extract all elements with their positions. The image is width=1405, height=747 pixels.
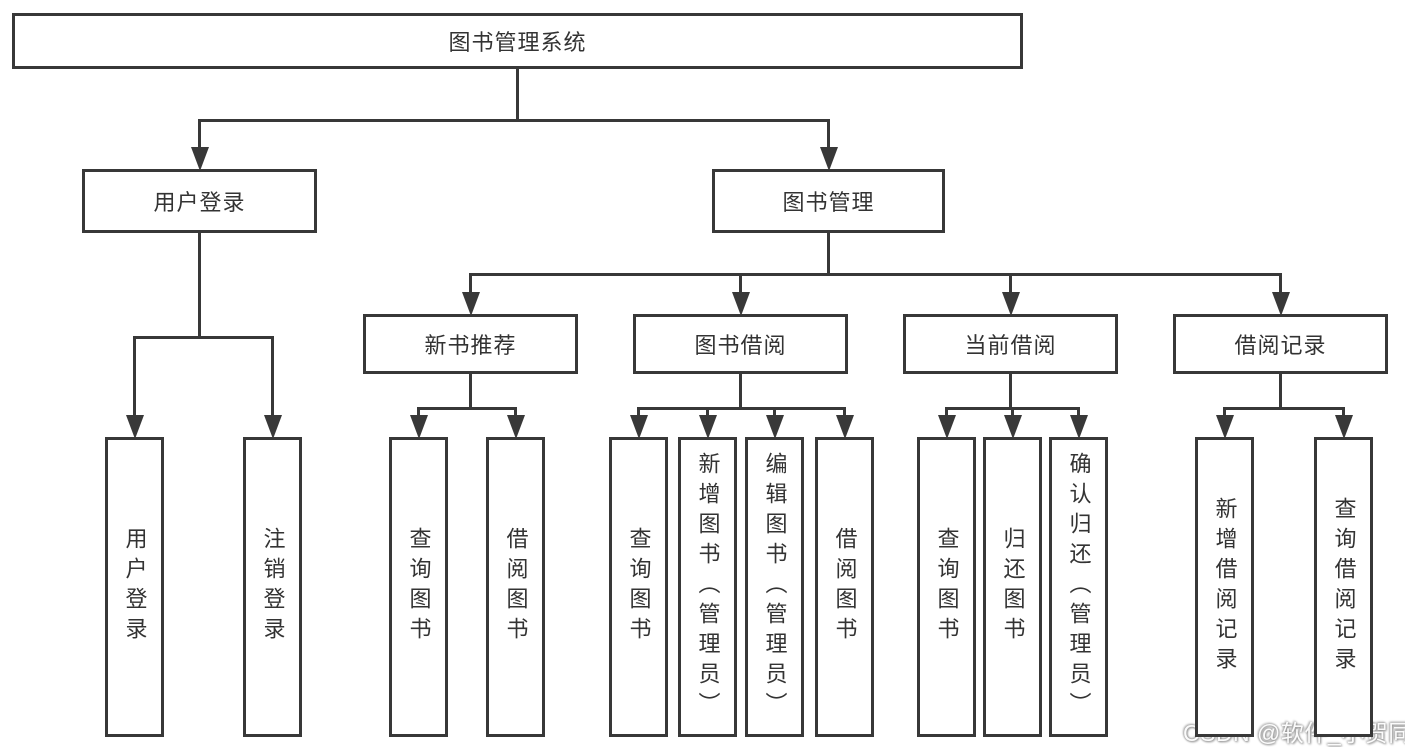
- arrowhead-down-icon: [629, 415, 648, 439]
- arrowhead-down-icon: [125, 415, 144, 439]
- node-user-login: 用户登录: [82, 169, 317, 233]
- connector-line: [469, 372, 472, 410]
- node-label: 归还图书: [1000, 527, 1026, 647]
- node-label: 新增图书（管理员）: [695, 452, 721, 722]
- node-current-borrow: 当前借阅: [903, 314, 1118, 374]
- node-label: 确认归还（管理员）: [1066, 452, 1092, 722]
- arrowhead-down-icon: [819, 147, 838, 171]
- node-label: 查询图书: [626, 527, 652, 647]
- connector-line: [945, 407, 948, 417]
- connector-line: [739, 372, 742, 410]
- node-br-query: 查询借阅记录: [1314, 437, 1373, 737]
- connector-line: [1223, 407, 1345, 410]
- connector-line: [133, 336, 136, 417]
- node-book-borrow: 图书借阅: [633, 314, 848, 374]
- node-label: 借阅记录: [1234, 333, 1327, 358]
- connector-line: [469, 273, 1282, 276]
- connector-line: [1009, 273, 1012, 294]
- node-label: 图书管理: [782, 190, 875, 215]
- node-nbr-borrow: 借阅图书: [486, 437, 545, 737]
- arrowhead-down-icon: [506, 415, 525, 439]
- node-label: 用户登录: [153, 190, 246, 215]
- connector-line: [417, 407, 517, 410]
- node-label: 编辑图书（管理员）: [762, 452, 788, 722]
- connector-line: [469, 273, 472, 294]
- connector-line: [773, 407, 776, 417]
- connector-line: [1279, 372, 1282, 410]
- node-label: 查询图书: [934, 527, 960, 647]
- node-label: 当前借阅: [964, 333, 1057, 358]
- node-root: 图书管理系统: [12, 13, 1023, 69]
- node-label: 借阅图书: [832, 527, 858, 647]
- node-br-add: 新增借阅记录: [1195, 437, 1254, 737]
- connector-line: [271, 336, 274, 417]
- connector-line: [1223, 407, 1226, 417]
- connector-line: [739, 273, 742, 294]
- arrowhead-down-icon: [765, 415, 784, 439]
- connector-line: [516, 67, 519, 122]
- node-label: 查询借阅记录: [1331, 497, 1357, 677]
- arrowhead-down-icon: [1334, 415, 1353, 439]
- node-bb-query: 查询图书: [609, 437, 668, 737]
- node-new-book-rec: 新书推荐: [363, 314, 578, 374]
- node-label: 图书管理系统: [448, 30, 587, 55]
- connector-line: [514, 407, 517, 417]
- node-cb-confirm: 确认归还（管理员）: [1049, 437, 1108, 737]
- node-bb-edit: 编辑图书（管理员）: [745, 437, 804, 737]
- node-nbr-query: 查询图书: [389, 437, 448, 737]
- arrowhead-down-icon: [190, 147, 209, 171]
- arrowhead-down-icon: [1001, 292, 1020, 316]
- node-label: 用户登录: [122, 527, 148, 647]
- arrowhead-down-icon: [1069, 415, 1088, 439]
- connector-line: [133, 336, 274, 339]
- arrowhead-down-icon: [731, 292, 750, 316]
- connector-line: [417, 407, 420, 417]
- arrowhead-down-icon: [461, 292, 480, 316]
- connector-line: [1342, 407, 1345, 417]
- arrowhead-down-icon: [1003, 415, 1022, 439]
- arrowhead-down-icon: [937, 415, 956, 439]
- node-ul-logout: 注销登录: [243, 437, 302, 737]
- node-borrow-record: 借阅记录: [1173, 314, 1388, 374]
- node-cb-return: 归还图书: [983, 437, 1042, 737]
- node-label: 新增借阅记录: [1212, 497, 1238, 677]
- connector-line: [198, 119, 830, 122]
- connector-line: [198, 231, 201, 339]
- connector-line: [198, 119, 201, 149]
- arrowhead-down-icon: [1215, 415, 1234, 439]
- node-label: 注销登录: [260, 527, 286, 647]
- node-bb-borrow: 借阅图书: [815, 437, 874, 737]
- arrowhead-down-icon: [263, 415, 282, 439]
- arrowhead-down-icon: [1271, 292, 1290, 316]
- node-cb-query: 查询图书: [917, 437, 976, 737]
- connector-line: [1009, 372, 1012, 410]
- connector-line: [827, 231, 830, 276]
- node-label: 借阅图书: [503, 527, 529, 647]
- node-label: 新书推荐: [424, 333, 517, 358]
- arrowhead-down-icon: [698, 415, 717, 439]
- arrowhead-down-icon: [409, 415, 428, 439]
- node-label: 查询图书: [406, 527, 432, 647]
- node-ul-login: 用户登录: [105, 437, 164, 737]
- connector-line: [843, 407, 846, 417]
- connector-line: [637, 407, 640, 417]
- connector-line: [1011, 407, 1014, 417]
- node-label: 图书借阅: [694, 333, 787, 358]
- node-book-mgmt: 图书管理: [712, 169, 945, 233]
- node-bb-add: 新增图书（管理员）: [678, 437, 737, 737]
- connector-line: [827, 119, 830, 149]
- arrowhead-down-icon: [835, 415, 854, 439]
- connector-line: [1077, 407, 1080, 417]
- connector-line: [706, 407, 709, 417]
- connector-line: [637, 407, 846, 410]
- connector-line: [1279, 273, 1282, 294]
